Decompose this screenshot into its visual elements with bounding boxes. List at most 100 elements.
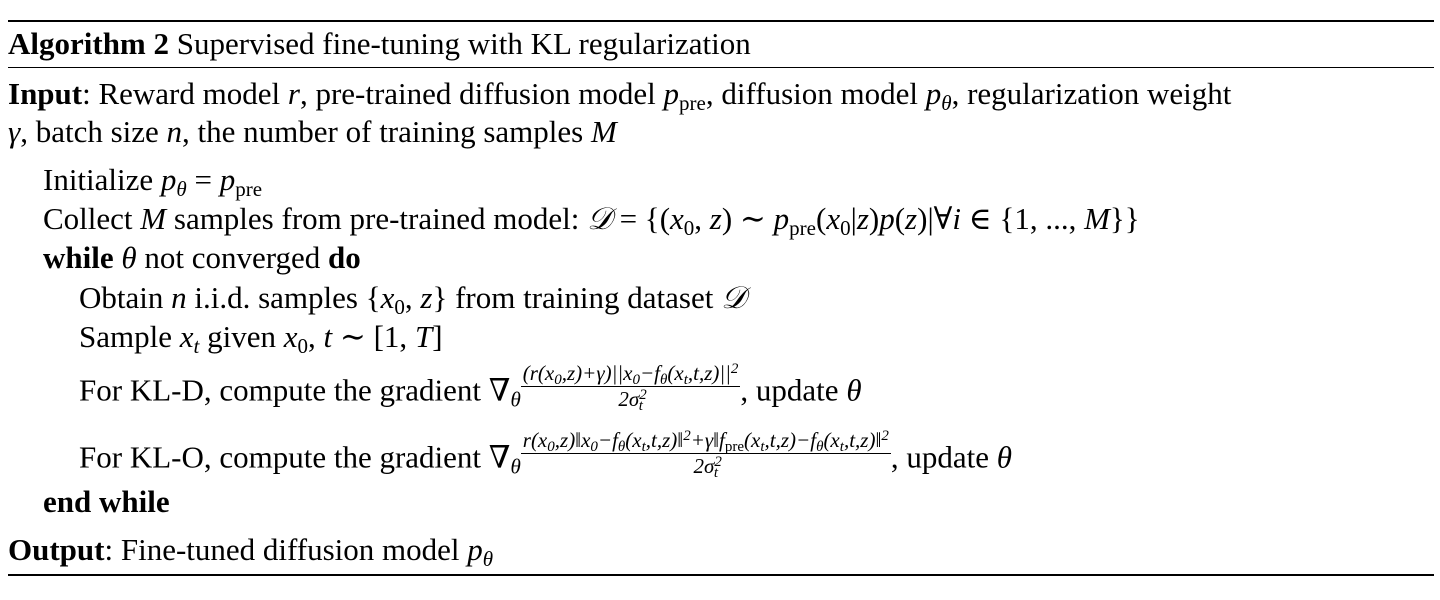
subscript-t: t <box>193 334 200 358</box>
input-text: , pre-trained diffusion model <box>299 76 664 111</box>
step-collect: Collect M samples from pre-trained model… <box>43 201 1140 240</box>
subscript-pre: pre <box>679 91 706 115</box>
step-text: samples from pre-trained model: <box>166 201 588 236</box>
step-text: Initialize <box>43 162 161 197</box>
step-while: while θ not converged do <box>43 240 361 276</box>
step-text: Collect <box>43 201 141 236</box>
step-text: given <box>199 319 284 354</box>
math-symbol: ) <box>868 201 880 236</box>
var-x: x <box>826 201 841 236</box>
var-n: n <box>166 114 183 149</box>
step-kl-d: For KL-D, compute the gradient ∇θ(r(x0,z… <box>79 361 862 419</box>
math-symbol: , <box>404 280 421 315</box>
math-symbol: ( <box>894 201 906 236</box>
var-p: p <box>467 532 483 567</box>
kl-o-numerator: r(x0,z)‖x0−fθ(xt,t,z)‖2+γ‖fpre(xt,t,z)−f… <box>520 428 891 455</box>
output-text: : Fine-tuned diffusion model <box>104 532 468 567</box>
var-z: z <box>856 201 869 236</box>
var-p: p <box>925 76 942 111</box>
math-symbol: = {( <box>611 201 671 236</box>
step-text: i.i.d. samples { <box>186 280 381 315</box>
var-z: z <box>420 280 433 315</box>
keyword-do: do <box>328 240 361 275</box>
algorithm-label: Algorithm 2 <box>8 26 170 61</box>
input-line-1: Input: Reward model r, pre-trained diffu… <box>8 76 1232 115</box>
subscript-0: 0 <box>840 216 851 240</box>
var-T: T <box>414 319 433 354</box>
var-x: x <box>670 201 684 236</box>
var-theta: θ <box>121 240 137 275</box>
output-line: Output: Fine-tuned diffusion model pθ <box>8 532 493 570</box>
keyword-end-while: end while <box>43 484 170 519</box>
input-text: , diffusion model <box>705 76 926 111</box>
header-rule <box>8 67 1434 68</box>
var-x: x <box>179 319 194 354</box>
math-symbol: , <box>308 319 324 354</box>
math-symbol: | <box>850 201 857 236</box>
input-label: Input <box>8 76 83 111</box>
var-p: p <box>773 201 790 236</box>
subscript-pre: pre <box>789 216 816 240</box>
kl-o-denominator: 2σ2t <box>693 454 722 481</box>
input-text: : Reward model <box>82 76 288 111</box>
kl-d-numerator: (r(x0,z)+γ)||x0−fθ(xt,t,z)||2 <box>520 361 741 388</box>
subscript-theta: θ <box>510 387 521 412</box>
input-line-2: γ, batch size n, the number of training … <box>8 114 617 150</box>
subscript-theta: θ <box>510 454 521 479</box>
bottom-rule <box>8 574 1434 576</box>
math-symbol: }} <box>1109 201 1140 236</box>
algorithm-title: Supervised fine-tuning with KL regulariz… <box>176 26 751 61</box>
var-theta: θ <box>996 439 1012 475</box>
step-text: For KL-D, compute the gradient <box>79 372 489 408</box>
var-M: M <box>1084 201 1110 236</box>
top-rule <box>8 20 1434 22</box>
var-n: n <box>171 280 187 315</box>
subscript-0: 0 <box>394 295 405 319</box>
var-M: M <box>140 201 167 236</box>
subscript-theta: θ <box>176 177 187 201</box>
nabla-symbol: ∇ <box>488 439 511 475</box>
var-i: i <box>952 201 961 236</box>
input-text: , regularization weight <box>951 76 1232 111</box>
input-text: , the number of training samples <box>182 114 591 149</box>
math-symbol: ∈ {1, ..., <box>961 201 1085 236</box>
step-text: For KL-O, compute the gradient <box>79 439 489 475</box>
var-gamma: γ <box>8 114 21 149</box>
step-text: not converged <box>136 240 329 275</box>
step-text: Sample <box>79 319 180 354</box>
subscript-pre: pre <box>235 177 263 201</box>
step-sample: Sample xt given x0, t ∼ [1, T] <box>79 319 443 358</box>
nabla-symbol: ∇ <box>488 372 511 408</box>
math-symbol: )|∀ <box>917 201 953 236</box>
output-label: Output <box>8 532 105 567</box>
step-end-while: end while <box>43 484 170 520</box>
math-symbol: ] <box>432 319 443 354</box>
var-x: x <box>380 280 395 315</box>
subscript-0: 0 <box>683 216 695 240</box>
var-theta: θ <box>846 372 862 408</box>
var-x: x <box>283 319 298 354</box>
var-dataset-D: 𝒟 <box>587 201 612 236</box>
keyword-while: while <box>43 240 114 275</box>
var-p: p <box>879 201 895 236</box>
kl-o-fraction: r(x0,z)‖x0−fθ(xt,t,z)‖2+γ‖fpre(xt,t,z)−f… <box>520 427 891 481</box>
algorithm-header: Algorithm 2 Supervised fine-tuning with … <box>8 26 751 62</box>
step-initialize: Initialize pθ = ppre <box>43 162 263 201</box>
input-text: , batch size <box>20 114 167 149</box>
equals-sign: = <box>186 162 220 197</box>
math-symbol: ( <box>816 201 827 236</box>
subscript-theta: θ <box>941 91 952 115</box>
var-r: r <box>287 76 300 111</box>
step-text: Obtain <box>79 280 172 315</box>
var-p: p <box>160 162 177 197</box>
var-p: p <box>663 76 680 111</box>
var-t: t <box>323 319 333 354</box>
math-symbol: ∼ [1, <box>332 319 415 354</box>
step-obtain: Obtain n i.i.d. samples {x0, z} from tra… <box>79 280 746 319</box>
var-z: z <box>709 201 722 236</box>
step-text: } from training dataset <box>432 280 722 315</box>
step-text: , update <box>890 439 997 475</box>
var-dataset-D: 𝒟 <box>721 280 746 315</box>
